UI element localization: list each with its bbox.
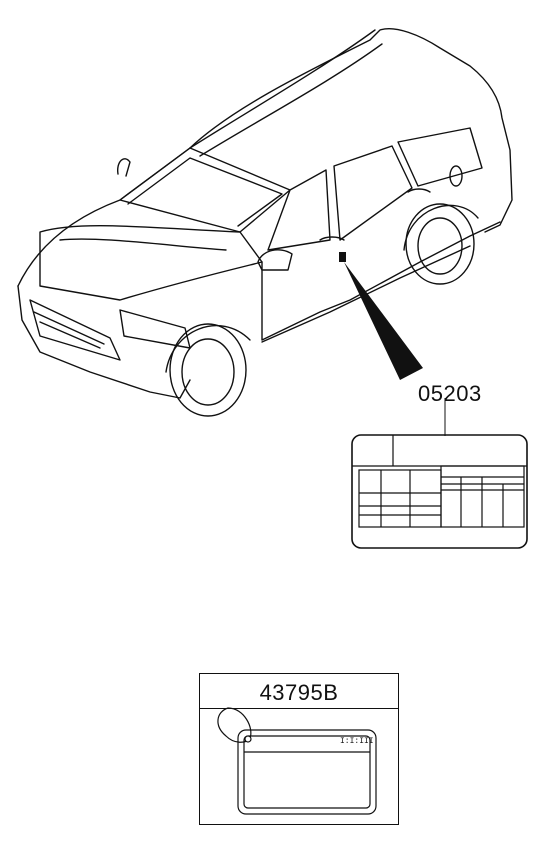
- part-number-05203: 05203: [418, 381, 482, 406]
- part-box-divider: [200, 708, 398, 709]
- label-location-marker: [339, 252, 346, 262]
- vehicle-illustration: [17, 28, 513, 417]
- label-panel-05203: [351, 434, 528, 549]
- label-leader-wedge: [344, 262, 423, 380]
- barcode-marks: I:I:III: [340, 737, 374, 746]
- part-box-43795b: 43795B: [199, 673, 399, 825]
- part-number-43795b: 43795B: [259, 680, 339, 705]
- key-tag-card: [217, 707, 377, 815]
